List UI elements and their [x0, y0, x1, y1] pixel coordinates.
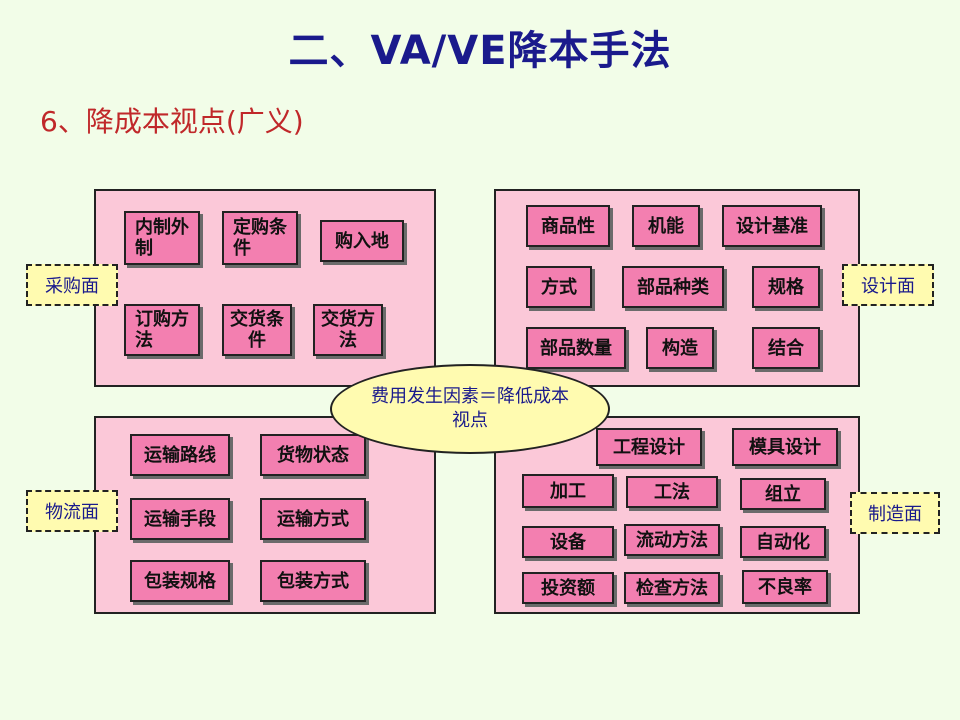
manufacturing-item: 模具设计	[732, 428, 838, 466]
logistics-item: 运输手段	[130, 498, 230, 540]
manufacturing-tag: 制造面	[850, 492, 940, 534]
design-item: 规格	[752, 266, 820, 308]
manufacturing-item: 检查方法	[624, 572, 720, 604]
manufacturing-item: 工法	[626, 476, 718, 508]
purchasing-item: 交货方法	[313, 304, 383, 356]
purchasing-item: 订购方法	[124, 304, 200, 356]
manufacturing-item: 工程设计	[596, 428, 702, 466]
logistics-item: 运输路线	[130, 434, 230, 476]
slide-subtitle: 6、降成本视点(广义)	[40, 105, 304, 138]
manufacturing-item: 投资额	[522, 572, 614, 604]
design-item: 部品数量	[526, 327, 626, 369]
design-tag: 设计面	[842, 264, 934, 306]
slide-title: 二、VA/VE降本手法	[288, 28, 672, 74]
design-item: 机能	[632, 205, 700, 247]
purchasing-item: 交货条件	[222, 304, 292, 356]
logistics-item: 包装规格	[130, 560, 230, 602]
design-item: 设计基准	[722, 205, 822, 247]
design-item: 构造	[646, 327, 714, 369]
purchasing-item: 购入地	[320, 220, 404, 262]
logistics-item: 运输方式	[260, 498, 366, 540]
manufacturing-item: 自动化	[740, 526, 826, 558]
manufacturing-item: 组立	[740, 478, 826, 510]
logistics-tag: 物流面	[26, 490, 118, 532]
design-item: 结合	[752, 327, 820, 369]
purchasing-item: 定购条件	[222, 211, 298, 265]
manufacturing-item: 流动方法	[624, 524, 720, 556]
manufacturing-item: 设备	[522, 526, 614, 558]
purchasing-item: 内制外制	[124, 211, 200, 265]
design-item: 商品性	[526, 205, 610, 247]
logistics-item: 包装方式	[260, 560, 366, 602]
manufacturing-item: 加工	[522, 474, 614, 508]
manufacturing-item: 不良率	[742, 570, 828, 604]
center-concept-oval: 费用发生因素＝降低成本视点	[330, 364, 610, 454]
logistics-item: 货物状态	[260, 434, 366, 476]
design-item: 方式	[526, 266, 592, 308]
purchasing-tag: 采购面	[26, 264, 118, 306]
design-item: 部品种类	[622, 266, 724, 308]
